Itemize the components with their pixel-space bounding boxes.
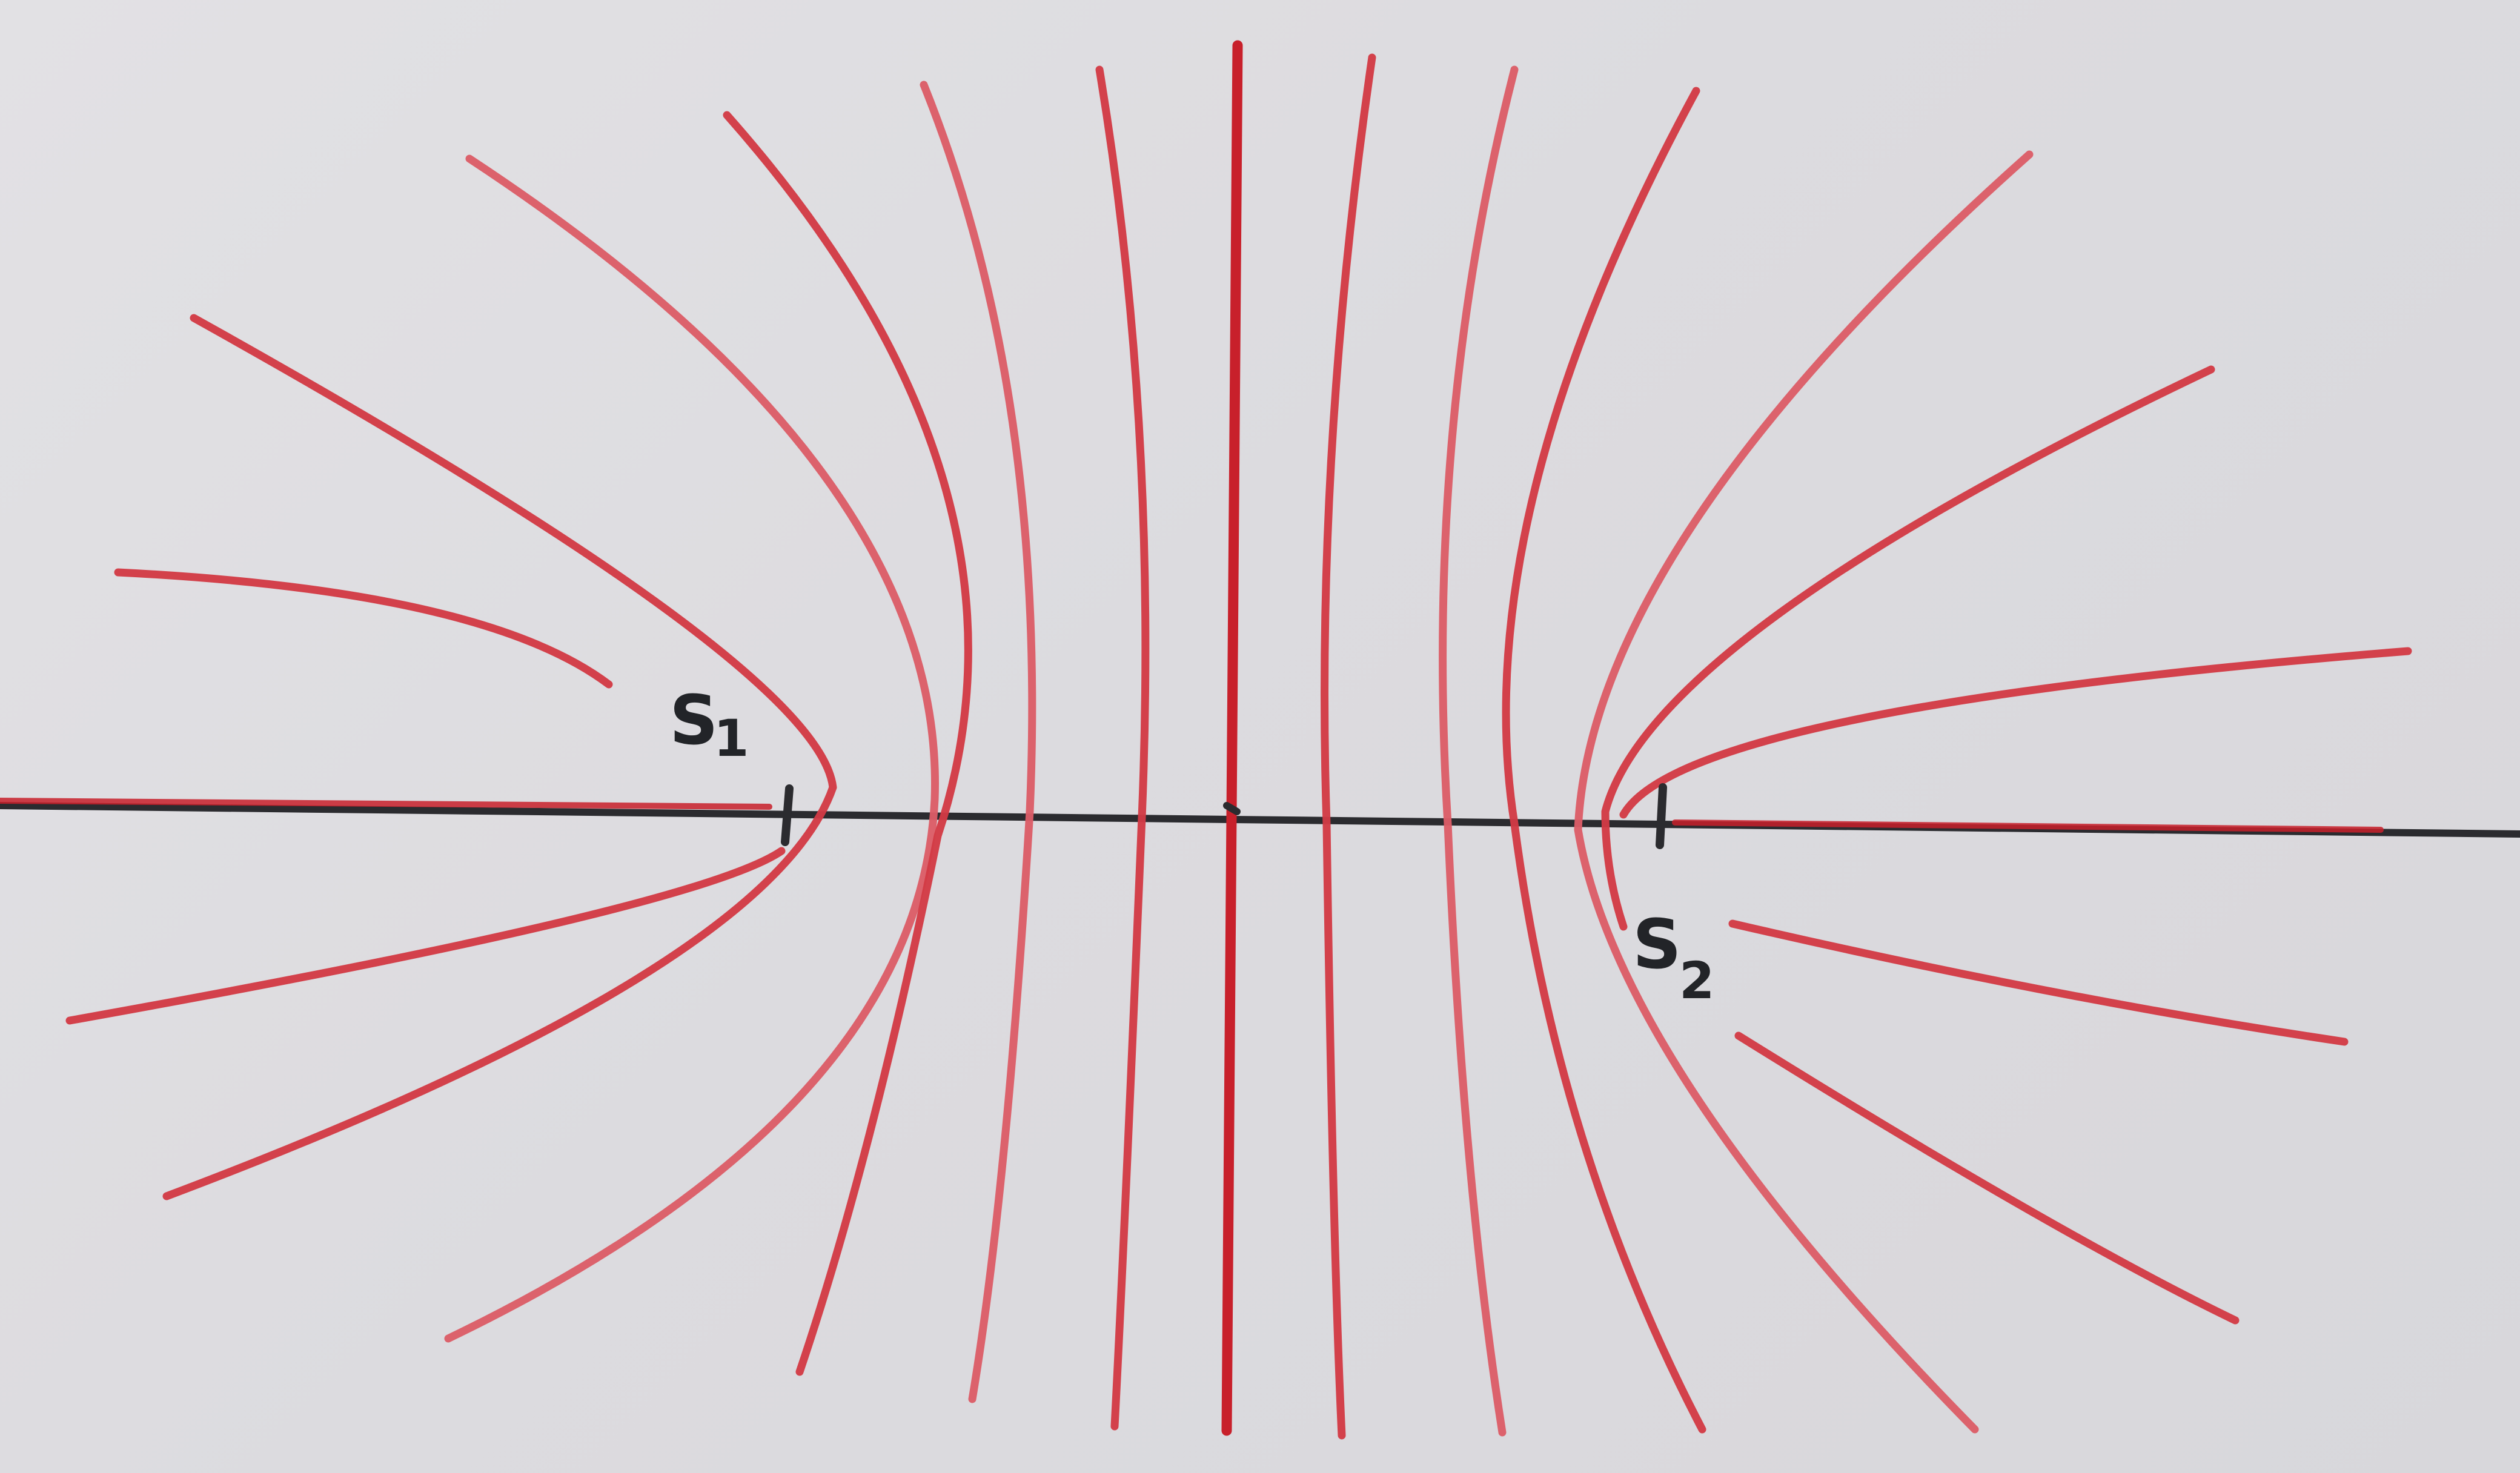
focus-1-label: S 1 xyxy=(669,681,749,768)
hyperbola-branch-left-5 xyxy=(723,111,972,1376)
focus-2-letter: S xyxy=(1633,905,1682,984)
hyperbola-branch-right-6 xyxy=(1619,647,2412,819)
hyperbola-branch-right-7 xyxy=(1728,919,2349,1046)
hyperbola-branch-right-8 xyxy=(1734,1031,2240,1325)
hyperbola-branch-left-2 xyxy=(65,847,786,1025)
hyperbola-branch-right-3 xyxy=(1502,87,1706,1434)
focus-1-subscript: 1 xyxy=(714,709,749,768)
hyperbola-branch-left-1 xyxy=(114,568,613,689)
hyperbola-branch-right-2 xyxy=(1439,65,1519,1437)
hyperbola-branch-right-5 xyxy=(1601,365,2215,931)
focus-2-tick xyxy=(1656,783,1667,849)
perpendicular-bisector xyxy=(1221,40,1243,1436)
hyperbola-branch-left-4 xyxy=(444,154,939,1343)
hyperbola-branch-left-7 xyxy=(1095,65,1150,1431)
hyperbola-branch-right-1 xyxy=(1321,53,1376,1440)
right-axis-ray xyxy=(1672,819,2384,833)
focus-2-label: S 2 xyxy=(1633,905,1714,1010)
hyperbola-branch-left-6 xyxy=(920,81,1036,1403)
focus-1-letter: S xyxy=(669,681,718,760)
left-axis-ray xyxy=(0,798,772,810)
hyperbola-branch-right-4 xyxy=(1574,150,2034,1434)
bisector-axis-crossing xyxy=(1223,802,1241,815)
hyperbola-branch-left-3 xyxy=(162,314,837,1200)
focus-2-subscript: 2 xyxy=(1679,951,1714,1010)
focus-1-tick xyxy=(781,784,794,846)
